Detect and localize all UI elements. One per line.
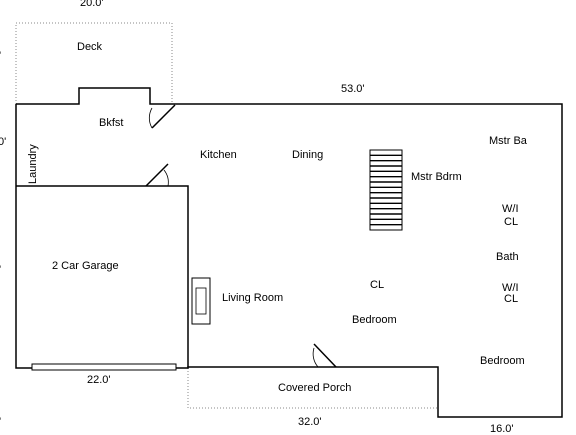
bedroom-width-dimension: 16.0': [490, 423, 514, 435]
garage-door-arc: [163, 169, 169, 187]
room-label-mstr-ba: Mstr Ba: [489, 135, 527, 147]
front-door: [313, 343, 337, 368]
room-label-dining: Dining: [292, 149, 324, 161]
house-length-dimension: 53.0': [341, 83, 365, 95]
room-label-bedroom-1: Bedroom: [352, 314, 397, 326]
room-label-garage: 2 Car Garage: [52, 260, 119, 272]
stairs: [369, 149, 403, 231]
deck-width-dimension: 20.0': [80, 0, 104, 9]
room-label-covered-porch: Covered Porch: [278, 382, 352, 394]
room-label-kitchen: Kitchen: [200, 149, 237, 161]
room-label-wi-cl-1-top: W/I: [502, 203, 519, 215]
room-label-cl: CL: [370, 279, 385, 291]
deck-outline: [15, 22, 173, 104]
room-label-mstr-bdrm: Mstr Bdrm: [411, 171, 462, 183]
left-tick-b: ': [0, 264, 1, 276]
room-label-bedroom-2: Bedroom: [480, 355, 525, 367]
room-label-wi-cl-2-bottom: CL: [504, 293, 519, 305]
garage-wall: [16, 185, 189, 367]
garage-door-swing: [145, 163, 169, 187]
fireplace-inner: [195, 287, 207, 315]
porch-length-dimension: 32.0': [298, 416, 322, 428]
room-label-laundry: Laundry: [27, 144, 39, 184]
bkfst-door-arc: [148, 107, 153, 129]
exterior-wall: [15, 87, 563, 418]
left-tick-c: ': [0, 416, 1, 428]
bkfst-door: [151, 104, 176, 129]
stairs-frame: [369, 149, 403, 231]
room-label-bath: Bath: [496, 251, 519, 263]
room-label-deck: Deck: [77, 41, 103, 53]
room-label-wi-cl-2-top: W/I: [502, 282, 519, 294]
room-label-wi-cl-1-bottom: CL: [504, 216, 519, 228]
left-dimension: 0': [0, 136, 7, 148]
room-label-living-room: Living Room: [222, 292, 284, 304]
front-door-arc: [312, 347, 319, 368]
garage-door: [31, 363, 177, 371]
left-tick-a: ': [0, 50, 1, 62]
room-label-bkfst: Bkfst: [99, 117, 124, 129]
porch-outline: [187, 368, 438, 409]
garage-width-dimension: 22.0': [87, 374, 111, 386]
